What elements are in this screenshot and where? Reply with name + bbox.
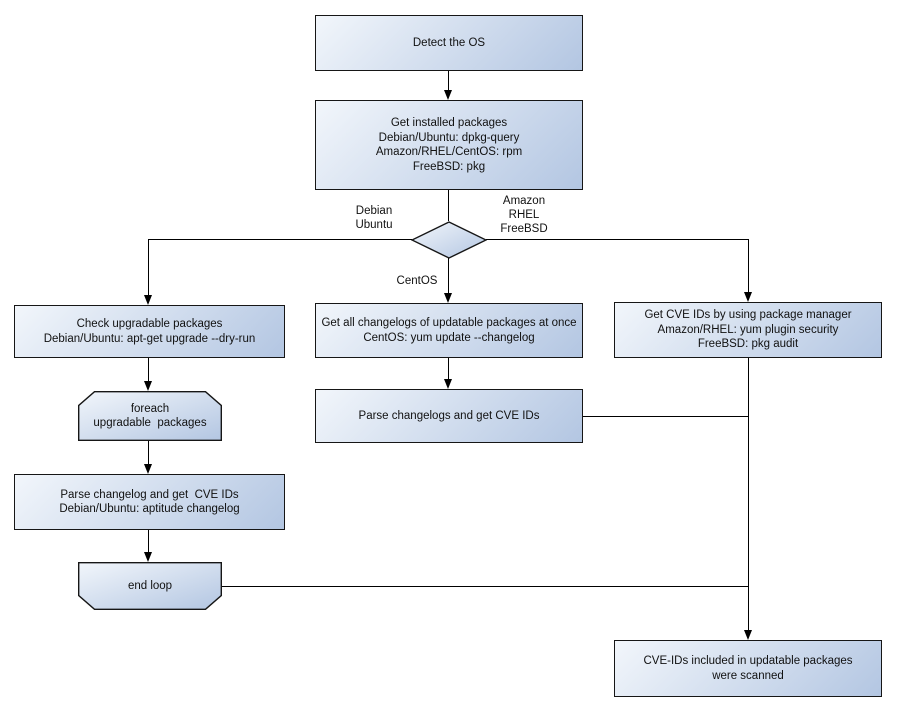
connector: [486, 239, 749, 241]
edge-label-amazon-rhel-freebsd: Amazon RHEL FreeBSD: [484, 194, 564, 236]
node-get-cve-ids: Get CVE IDs by using package manager Ama…: [614, 302, 882, 358]
connector: [222, 586, 749, 587]
connector: [448, 258, 449, 294]
node-end-loop: end loop: [78, 562, 222, 610]
connector: [148, 441, 149, 465]
node-detect-os: Detect the OS: [315, 15, 583, 71]
node-get-all-changelogs: Get all changelogs of updatable packages…: [315, 303, 583, 358]
connector: [148, 239, 412, 241]
edge-label-text: CentOS: [396, 275, 438, 287]
arrowhead-down: [443, 90, 452, 100]
node-scanned-result: CVE-IDs included in updatable packages w…: [614, 640, 882, 697]
node-get-installed-packages: Get installed packages Debian/Ubuntu: dp…: [315, 100, 583, 190]
connector: [748, 239, 749, 294]
arrowhead-down: [743, 292, 752, 302]
node-check-upgradable: Check upgradable packages Debian/Ubuntu:…: [14, 305, 285, 358]
node-parse-changelogs: Parse changelogs and get CVE IDs: [315, 389, 583, 443]
connector: [583, 416, 749, 417]
arrowhead-down: [143, 464, 152, 474]
arrowhead-down: [743, 630, 752, 640]
arrowhead-down: [143, 552, 152, 562]
node-text: Parse changelogs and get CVE IDs: [358, 409, 540, 422]
arrowhead-down: [143, 295, 152, 305]
node-text: Get all changelogs of updatable packages…: [321, 317, 577, 329]
node-text: Debian/Ubuntu: apt-get upgrade --dry-run: [43, 332, 256, 345]
node-text: Get installed packages: [390, 117, 508, 129]
connector: [148, 239, 149, 297]
node-text: FreeBSD: pkg audit: [697, 338, 799, 351]
arrowhead-down: [143, 381, 152, 391]
edge-label-text: Ubuntu: [355, 219, 393, 231]
edge-label-debian-ubuntu: Debian Ubuntu: [334, 204, 414, 232]
node-text: CVE-IDs included in updatable packages: [643, 655, 853, 667]
edge-label-text: Amazon: [502, 195, 546, 207]
connector: [448, 358, 449, 380]
node-text: Debian/Ubuntu: dpkg-query: [378, 131, 520, 144]
arrowhead-down: [443, 379, 452, 389]
node-text: Amazon/RHEL: yum plugin security: [657, 323, 839, 336]
edge-label-text: FreeBSD: [500, 223, 548, 235]
node-text: were scanned: [712, 669, 784, 682]
edge-label-text: RHEL: [508, 209, 540, 221]
node-text: Amazon/RHEL/CentOS: rpm: [375, 146, 523, 158]
node-text: FreeBSD: pkg: [412, 160, 486, 173]
connector: [148, 358, 149, 382]
arrowhead-down: [443, 293, 452, 303]
node-foreach-loop: foreach upgradable packages: [78, 391, 222, 441]
node-text: foreach: [130, 402, 170, 415]
node-text: Check upgradable packages: [76, 318, 223, 330]
edge-label-centos: CentOS: [388, 274, 446, 288]
connector: [748, 358, 749, 631]
connector: [148, 530, 149, 553]
node-text: CentOS: yum update --changelog: [363, 331, 535, 344]
node-text: upgradable packages: [93, 417, 207, 429]
node-text: Get CVE IDs by using package manager: [644, 309, 852, 322]
connector: [448, 71, 449, 91]
loop-start-shape: [78, 391, 222, 441]
node-parse-changelog-debian: Parse changelog and get CVE IDs Debian/U…: [14, 474, 285, 530]
node-text: Parse changelog and get CVE IDs: [60, 488, 239, 501]
decision-diamond: [411, 221, 487, 259]
connector: [448, 190, 449, 221]
node-text: end loop: [127, 579, 173, 592]
edge-label-text: Debian: [355, 205, 393, 217]
loop-end-shape: [78, 562, 222, 610]
node-text: Detect the OS: [412, 36, 486, 49]
node-text: Debian/Ubuntu: aptitude changelog: [59, 503, 240, 515]
